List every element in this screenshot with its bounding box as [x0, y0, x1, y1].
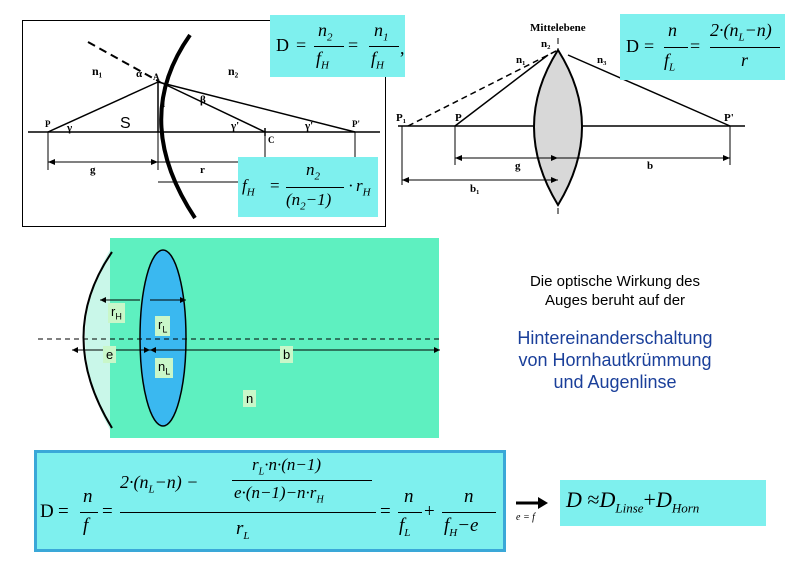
label-alpha: α [136, 68, 143, 80]
fs-lhs: D [276, 35, 289, 55]
label-mittelebene: Mittelebene [530, 22, 586, 34]
arrow-condition: e = f [516, 512, 535, 523]
eye-label-nL: nL [155, 358, 174, 378]
ft-big-line [120, 512, 376, 513]
ft-n2: n [404, 486, 414, 507]
label-gamma-prime: γ' [231, 120, 240, 132]
caption-line-5: und Augenlinse [553, 372, 677, 392]
fs-fH2: fH [371, 48, 384, 72]
label-gamma: γ [67, 122, 73, 134]
fa-D2: DHorn [655, 487, 700, 516]
fl-eq1: = [644, 36, 655, 56]
fl-lhs: D [626, 36, 639, 56]
label-beta: β [200, 94, 206, 106]
ft-inner-den: e·(n−1)−n·rH [234, 483, 324, 506]
fl-line2 [710, 47, 780, 48]
label-lens-n3: n₃ [597, 54, 607, 66]
fl-den: r [741, 50, 749, 70]
ft-n3: n [464, 486, 474, 507]
formula-total-box [34, 450, 506, 552]
label-lens-P: P [455, 112, 462, 124]
fs-n1: n1 [374, 20, 389, 44]
caption-line-1: Die optische Wirkung des [529, 273, 701, 290]
label-n2: n₂ [228, 64, 239, 78]
ft-big-num-top: 2·(nL−n) − [120, 472, 199, 496]
label-r: r [200, 164, 205, 176]
ft-D: D [40, 501, 54, 522]
fs-line1 [314, 46, 344, 47]
eye-label-rH: rH [108, 303, 125, 323]
fs-comma: , [400, 38, 405, 58]
ffh-r: rH [356, 176, 371, 199]
label-l: l [162, 98, 166, 110]
label-P: P [45, 119, 51, 129]
fl-n: n [668, 20, 677, 40]
fa-plus: + [643, 487, 656, 512]
fs-fH: fH [316, 48, 329, 72]
eye-label-rL: rL [155, 316, 171, 336]
eye-label-e: e [103, 346, 117, 363]
label-lens-n2: n₂ [541, 38, 551, 50]
fa-D1: DLinse [599, 487, 644, 516]
label-g: g [90, 164, 96, 176]
fs-eq2: = [348, 35, 359, 55]
fa-approx: ≈ [587, 487, 600, 512]
label-n1: n₁ [92, 64, 103, 78]
caption-block: Die optische Wirkung des Auges beruht au… [470, 272, 760, 393]
eye-label-b: b [280, 346, 294, 363]
label-lens-n1: n₁ [516, 54, 526, 66]
fl-eq2: = [690, 36, 701, 56]
ft-line-fH [442, 512, 496, 513]
ft-line-fL [398, 512, 422, 513]
ft-big-den: rL [236, 518, 250, 542]
label-S: S [120, 115, 131, 132]
label-P1: P₁ [396, 112, 407, 124]
caption-line-2: Auges beruht auf der [544, 292, 686, 309]
ft-inner-line [232, 480, 372, 481]
ft-line-nf [80, 512, 98, 513]
fs-n2: n2 [318, 20, 333, 44]
ft-eq1: = [58, 501, 69, 522]
ffh-eq: = [270, 176, 280, 195]
ffh-num: n2 [306, 160, 320, 183]
label-C: C [268, 135, 275, 145]
caption-line-4: von Hornhautkrümmung [518, 350, 712, 370]
label-P-prime: P' [352, 119, 360, 129]
ft-plus: + [424, 501, 435, 522]
ft-n: n [83, 486, 93, 507]
fa-D: D [566, 487, 582, 512]
ft-fL: fL [399, 515, 411, 539]
label-gamma-pp: γ' [305, 120, 314, 132]
eye-label-n: n [243, 390, 257, 407]
label-lens-b: b [647, 160, 654, 172]
fl-fL: fL [664, 50, 676, 74]
ft-eq2: = [102, 501, 113, 522]
fl-num: 2·(nL−n) [710, 20, 772, 44]
ffh-lhs: fH [242, 176, 255, 199]
label-lens-P-prime: P' [724, 112, 734, 124]
ffh-line [286, 187, 344, 188]
ffh-mult: · [348, 176, 354, 195]
fs-line2 [369, 46, 399, 47]
formula-approx-box [560, 480, 766, 526]
ft-f: f [83, 515, 89, 536]
formula-total-content: D = n f = 2·(nL−n) − rL·n·(n−1) e·(n−1)−… [40, 455, 500, 545]
fl-line1 [664, 47, 688, 48]
ft-fH: fH−e [444, 515, 479, 539]
label-A: A [153, 72, 160, 82]
caption-line-3: Hintereinanderschaltung [517, 328, 713, 348]
fs-eq1: = [296, 35, 307, 55]
ft-eq3: = [380, 501, 391, 522]
label-lens-b1: b₁ [470, 183, 480, 195]
formula-approx-content: D ≈DLinse+DHorn [566, 487, 699, 516]
label-lens-g: g [515, 160, 521, 172]
ffh-den: (n2−1) [286, 190, 332, 213]
ft-inner-num: rL·n·(n−1) [252, 455, 321, 478]
